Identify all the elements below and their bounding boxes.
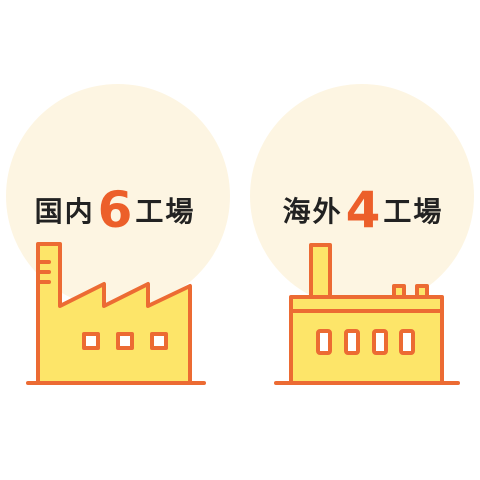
overseas-background-circle xyxy=(250,84,474,308)
domestic-suffix: 工場 xyxy=(135,195,196,228)
overseas-factory-label: 海外 4 工場 xyxy=(268,170,458,250)
domestic-count: 6 xyxy=(97,181,133,239)
overseas-count: 4 xyxy=(345,181,381,239)
factory-flat-roof-icon xyxy=(274,243,460,385)
factory-sawtooth-icon xyxy=(26,242,206,385)
domestic-prefix: 国内 xyxy=(34,195,95,228)
domestic-factory-label: 国内 6 工場 xyxy=(20,170,210,250)
overseas-prefix: 海外 xyxy=(282,195,343,228)
overseas-suffix: 工場 xyxy=(383,195,444,228)
